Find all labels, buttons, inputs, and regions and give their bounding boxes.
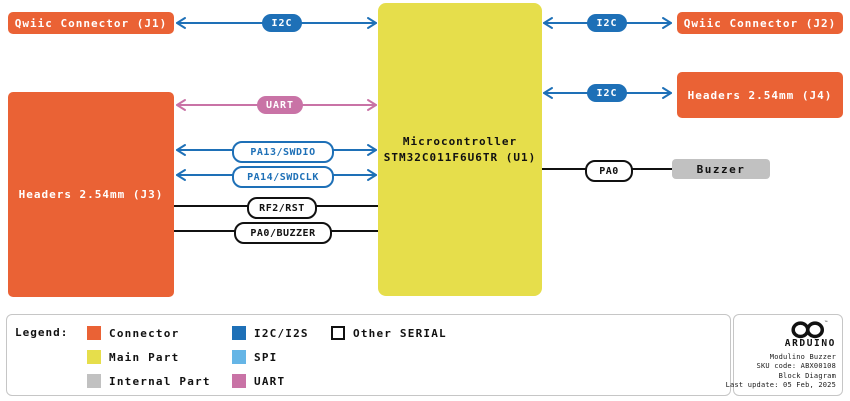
legend-item-label: Internal Part bbox=[109, 374, 211, 388]
legend-swatch-internal-part bbox=[87, 374, 101, 388]
legend-panel: Legend: Connector Main Part Internal Par… bbox=[6, 314, 731, 396]
legend-item-label: I2C/I2S bbox=[254, 326, 309, 340]
product-name: Modulino Buzzer bbox=[769, 352, 836, 361]
legend-item-other-serial: Other SERIAL bbox=[331, 326, 447, 340]
document-type: Block Diagram bbox=[778, 371, 836, 380]
legend-item-i2c-i2s: I2C/I2S bbox=[232, 326, 309, 340]
legend-title: Legend: bbox=[15, 326, 69, 339]
block-qwiic-connector-j2: Qwiic Connector (J2) bbox=[677, 12, 843, 34]
trademark-symbol: ™ bbox=[825, 320, 828, 326]
sku-code: SKU code: ABX00108 bbox=[756, 362, 836, 371]
arduino-wordmark: ARDUINO bbox=[784, 337, 836, 349]
legend-swatch-spi bbox=[232, 350, 246, 364]
legend-item-spi: SPI bbox=[232, 350, 277, 364]
legend-item-connector: Connector bbox=[87, 326, 179, 340]
block-microcontroller: Microcontroller STM32C011F6U6TR (U1) bbox=[378, 3, 542, 296]
mcu-part-number: STM32C011F6U6TR (U1) bbox=[383, 151, 537, 164]
legend-item-label: Other SERIAL bbox=[353, 326, 447, 340]
pin-label-pa0-buzzer: PA0/BUZZER bbox=[234, 222, 332, 244]
mcu-title: Microcontroller bbox=[402, 135, 518, 148]
bus-label-i2c-j2: I2C bbox=[587, 14, 627, 32]
legend-item-label: SPI bbox=[254, 350, 278, 364]
legend-item-uart: UART bbox=[232, 374, 285, 388]
title-block-text: Modulino Buzzer SKU code: ABX00108 Block… bbox=[726, 353, 836, 391]
arduino-logo-icon: ™ bbox=[791, 320, 828, 339]
legend-item-label: Main Part bbox=[109, 350, 180, 364]
bus-label-uart: UART bbox=[257, 96, 303, 114]
legend-item-main-part: Main Part bbox=[87, 350, 179, 364]
legend-item-internal-part: Internal Part bbox=[87, 374, 211, 388]
legend-swatch-connector bbox=[87, 326, 101, 340]
legend-item-label: Connector bbox=[109, 326, 180, 340]
last-update: Last update: 05 Feb, 2025 bbox=[725, 381, 836, 390]
block-headers-j4: Headers 2.54mm (J4) bbox=[677, 72, 843, 118]
legend-swatch-uart bbox=[232, 374, 246, 388]
pin-label-pa14-swdclk: PA14/SWDCLK bbox=[232, 166, 334, 188]
block-buzzer: Buzzer bbox=[672, 159, 770, 179]
block-headers-j3: Headers 2.54mm (J3) bbox=[8, 92, 174, 297]
pin-label-pa13-swdio: PA13/SWDIO bbox=[232, 141, 334, 163]
bus-label-i2c-j1: I2C bbox=[262, 14, 302, 32]
legend-swatch-i2c-i2s bbox=[232, 326, 246, 340]
legend-swatch-main-part bbox=[87, 350, 101, 364]
legend-item-label: UART bbox=[254, 374, 286, 388]
bus-label-i2c-j4: I2C bbox=[587, 84, 627, 102]
block-qwiic-connector-j1: Qwiic Connector (J1) bbox=[8, 12, 174, 34]
title-block-panel: ™ ARDUINO Modulino Buzzer SKU code: ABX0… bbox=[726, 314, 843, 396]
legend-swatch-other-serial bbox=[331, 326, 345, 340]
pin-label-pa0: PA0 bbox=[585, 160, 633, 182]
pin-label-rf2-rst: RF2/RST bbox=[247, 197, 317, 219]
